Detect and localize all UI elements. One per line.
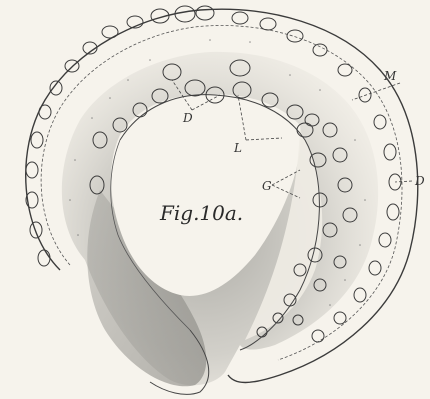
label-d-right: D [415,175,425,187]
label-g: G [262,180,272,192]
label-m: M [384,70,396,82]
figure-caption: Fig.10a. [160,203,243,223]
label-d-inner: D [183,112,193,124]
label-l: L [234,142,242,154]
